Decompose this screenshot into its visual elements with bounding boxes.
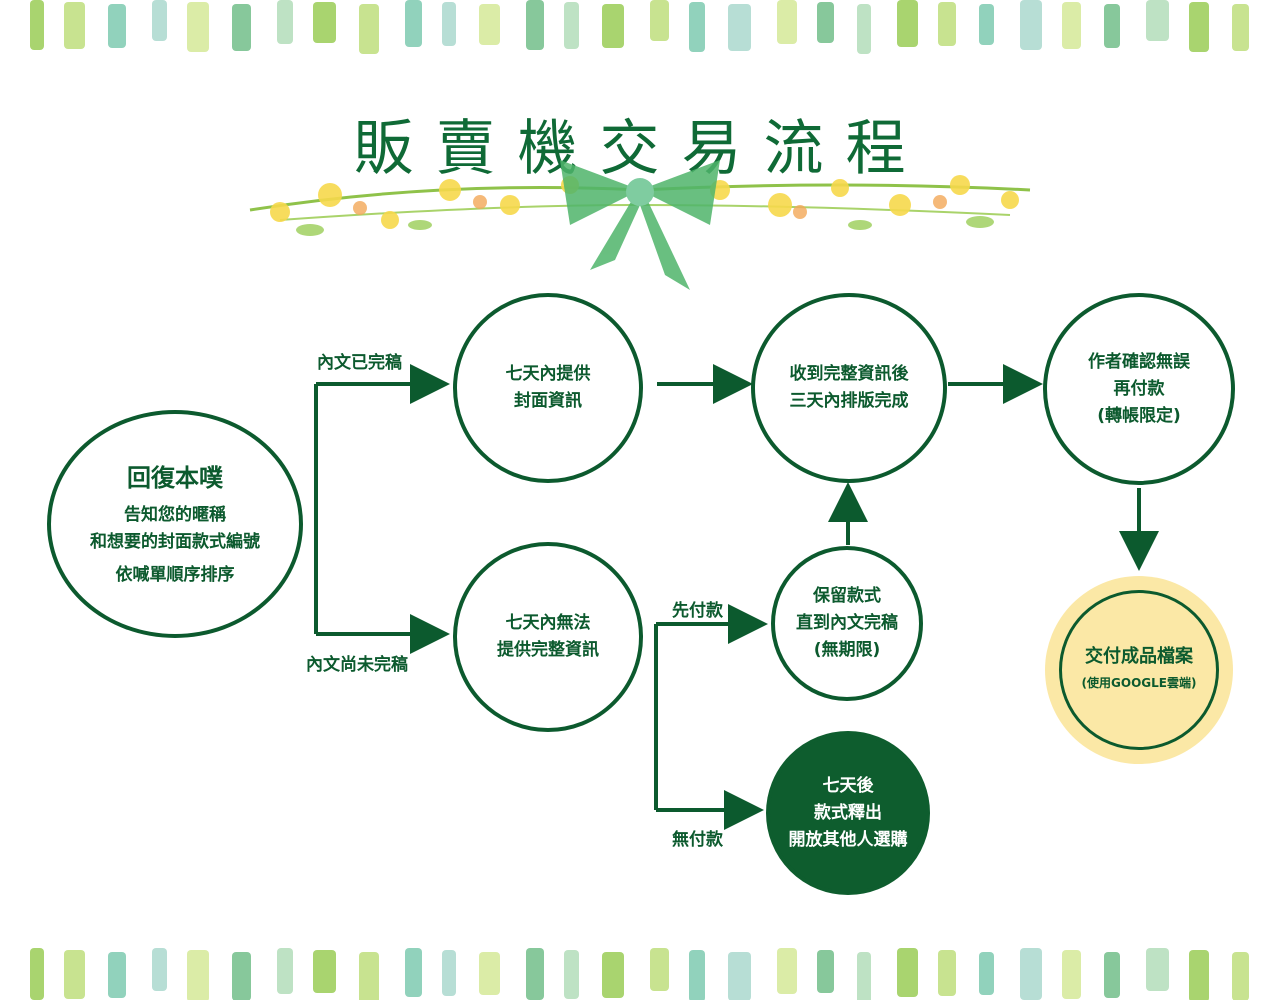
node-text: 提供完整資訊 [497,640,599,660]
stripe [650,0,669,41]
stripe [979,4,994,45]
stripe [108,952,126,998]
stripe [689,950,705,1000]
node-text: 再付款 [1113,378,1165,399]
stripe [1189,950,1209,1000]
stripe [313,950,336,993]
stripe [1020,948,1042,1000]
stripe [64,950,85,999]
node-cannot-provide: 七天內無法 提供完整資訊 [453,542,643,732]
edge-label-no-pay: 無付款 [672,830,723,850]
stripe [152,0,167,41]
stripe [564,2,579,49]
edge-label-text-not-done: 內文尚未完稿 [306,655,408,675]
stripe [857,4,871,54]
node-text: (使用GOOGLE雲端) [1081,676,1197,690]
stripe [232,952,251,1000]
node-text: 交付成品檔案 [1085,646,1193,667]
node-text: 保留款式 [813,586,881,606]
node-start-line: 依喊單順序排序 [115,564,235,585]
node-reserve: 保留款式 直到內文完稿 (無期限) [771,546,923,701]
stripe [1146,0,1169,41]
stripe [405,0,422,47]
stripe [405,948,422,997]
stripe [1232,4,1249,51]
node-text: 款式釋出 [814,802,882,823]
node-text: 三天內排版完成 [789,391,909,411]
flower-garland-icon [249,160,1031,290]
stripe [564,950,579,999]
node-deliver-ring: 交付成品檔案 (使用GOOGLE雲端) [1059,590,1219,750]
node-text: (轉帳限定) [1097,405,1181,426]
stripe [979,952,994,995]
bottom-stripe-border [30,948,1249,1000]
stripe [108,4,126,48]
node-text: 七天內無法 [505,613,591,633]
stripe [897,948,918,997]
stripe [728,952,751,1000]
stripe [313,2,336,43]
stripe [359,952,379,1000]
stripe [64,2,85,49]
node-text: 收到完整資訊後 [789,364,909,384]
stripe [1062,950,1081,999]
node-layout: 收到完整資訊後 三天內排版完成 [751,293,947,483]
stripe [1146,948,1169,991]
node-text: (無期限) [813,640,881,660]
edge-label-prepay: 先付款 [672,601,723,621]
stripe [30,948,44,1000]
stripe [650,948,669,991]
stripe [602,952,624,998]
stripe [442,2,456,46]
page-title: 販賣機交易流程 [353,114,928,184]
node-start-heading: 回復本噗 [127,463,223,492]
stripe [479,952,500,995]
node-release: 七天後 款式釋出 開放其他人選購 [766,731,930,895]
stripe [728,4,751,51]
top-stripe-border [30,0,1249,54]
stripe [479,4,500,45]
node-text: 開放其他人選購 [788,829,908,850]
node-start-line: 告知您的暱稱 [124,504,226,525]
stripe [777,948,797,994]
stripe [359,4,379,54]
stripe [1062,2,1081,49]
stripe [689,2,705,52]
node-text: 七天內提供 [505,364,591,384]
stripe [897,0,918,47]
stripe [817,950,834,993]
stripe [152,948,167,991]
edge-label-text-done: 內文已完稿 [317,353,402,373]
stripe [526,0,544,50]
stripe [442,950,456,996]
node-text: 封面資訊 [514,391,582,411]
node-start: 回復本噗 告知您的暱稱 和想要的封面款式編號 依喊單順序排序 [47,410,303,638]
stripe [30,0,44,50]
stripe [602,4,624,48]
node-deliver: 交付成品檔案 (使用GOOGLE雲端) [1045,576,1233,764]
node-text: 作者確認無誤 [1088,351,1190,372]
node-provide-cover: 七天內提供 封面資訊 [453,293,643,483]
stripe [277,0,293,44]
stripe [187,950,209,1000]
node-start-line: 和想要的封面款式編號 [90,531,260,552]
stripe [526,948,544,1000]
stripe [1104,952,1120,998]
stripe [938,2,956,46]
stripe [777,0,797,44]
stripe [277,948,293,994]
stripe [1020,0,1042,50]
stripe [1104,4,1120,48]
stripe [1232,952,1249,1000]
stripe [1189,2,1209,52]
node-text: 直到內文完稿 [796,613,898,633]
node-text: 七天後 [822,775,874,796]
stripe [232,4,251,51]
stripe [938,950,956,996]
stripe [187,2,209,52]
stripe [817,2,834,43]
node-confirm: 作者確認無誤 再付款 (轉帳限定) [1043,293,1235,485]
stripe [857,952,871,1000]
